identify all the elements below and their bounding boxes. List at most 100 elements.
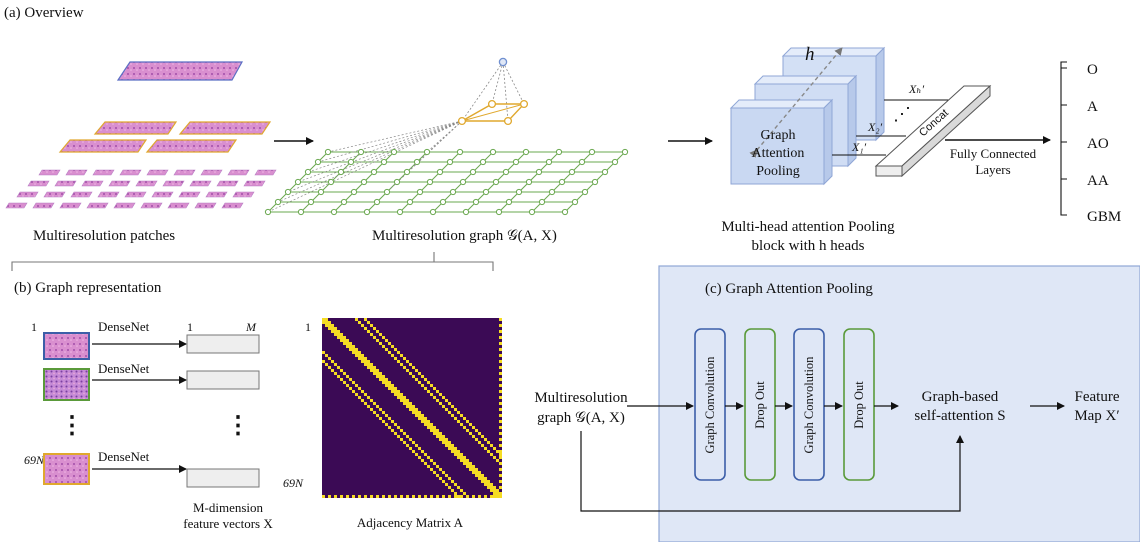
- matrix-cell: [415, 411, 418, 414]
- matrix-cell: [499, 384, 502, 387]
- matrix-cell: [436, 435, 439, 438]
- small-patch-tile: [124, 191, 147, 198]
- class-bracket: [1060, 61, 1067, 216]
- graph-apex-edge: [491, 61, 504, 105]
- graph-node-fine: [347, 158, 355, 166]
- matrix-cell: [448, 402, 451, 405]
- matrix-cell: [490, 486, 493, 489]
- small-patch-tile: [81, 180, 104, 187]
- matrix-cell: [457, 453, 460, 456]
- graph-node-fine: [314, 158, 322, 166]
- matrix-cell: [328, 495, 331, 498]
- gc1-label: Graph Convolution: [703, 356, 717, 454]
- matrix-cell: [499, 396, 502, 399]
- matrix-cell: [445, 399, 448, 402]
- matrix-cell: [367, 396, 370, 399]
- matrix-cell: [334, 495, 337, 498]
- matrix-cell: [379, 342, 382, 345]
- matrix-cell: [406, 402, 409, 405]
- matrix-cell: [367, 405, 370, 408]
- matrix-cell: [394, 432, 397, 435]
- graph-node-fine: [555, 148, 563, 156]
- graph-node-fine: [393, 178, 401, 186]
- matrix-cell: [430, 459, 433, 462]
- matrix-cell: [337, 336, 340, 339]
- matrix-cell: [379, 378, 382, 381]
- small-patch-tile: [32, 202, 55, 209]
- matrix-cell: [421, 420, 424, 423]
- matrix-cell: [343, 342, 346, 345]
- matrix-cell: [373, 402, 376, 405]
- feature-col-start: 1: [187, 320, 193, 334]
- graph-node-fine: [416, 188, 424, 196]
- matrix-cell: [496, 492, 499, 495]
- matrix-cell: [328, 327, 331, 330]
- matrix-cell: [499, 420, 502, 423]
- matrix-cell: [376, 405, 379, 408]
- small-patch-tile: [205, 191, 228, 198]
- matrix-cell: [499, 342, 502, 345]
- matrix-cell: [424, 378, 427, 381]
- matrix-cell: [421, 450, 424, 453]
- matrix-cell: [484, 480, 487, 483]
- patch-thumb-2: [43, 368, 90, 401]
- matrix-cell: [406, 360, 409, 363]
- matrix-cell: [499, 492, 502, 495]
- graph-apex-edge: [502, 61, 509, 122]
- patch-thumb-last: [43, 453, 90, 485]
- matrix-cell: [430, 423, 433, 426]
- matrix-cell: [388, 426, 391, 429]
- matrix-cell: [460, 459, 463, 462]
- matrix-cell: [412, 450, 415, 453]
- matrix-cell: [325, 324, 328, 327]
- matrix-cell: [433, 432, 436, 435]
- graph-node-fine: [502, 168, 510, 176]
- matrix-cell: [373, 366, 376, 369]
- matrix-cell: [358, 396, 361, 399]
- matrix-cell: [499, 426, 502, 429]
- matrix-cell: [331, 330, 334, 333]
- matrix-cell: [367, 360, 370, 363]
- patch-thumb-1: [43, 332, 90, 360]
- matrix-cell: [466, 495, 469, 498]
- graph-node-fine: [459, 178, 467, 186]
- matrix-cell: [433, 471, 436, 474]
- matrix-cell: [430, 426, 433, 429]
- matrix-cell: [424, 420, 427, 423]
- matrix-cell: [382, 336, 385, 339]
- graph-node-fine: [548, 188, 556, 196]
- graph-node-fine: [350, 188, 358, 196]
- graph-node-fine: [360, 178, 368, 186]
- matrix-cell: [325, 321, 328, 324]
- matrix-cell: [436, 432, 439, 435]
- matrix-cell: [358, 495, 361, 498]
- matrix-cell: [394, 393, 397, 396]
- matrix-cell: [496, 489, 499, 492]
- matrix-cell: [352, 345, 355, 348]
- multiresolution-graph: [264, 57, 629, 216]
- matrix-cell: [415, 414, 418, 417]
- matrix-cell: [499, 414, 502, 417]
- matrix-cell: [460, 453, 463, 456]
- small-patch-tile: [221, 202, 244, 209]
- small-patch-tile: [86, 202, 109, 209]
- matrix-cell: [448, 411, 451, 414]
- gc2-label: Graph Convolution: [802, 356, 816, 454]
- graph-node-fine: [535, 168, 543, 176]
- matrix-cell: [493, 486, 496, 489]
- matrix-cell: [334, 327, 337, 330]
- small-patch-tile: [140, 202, 163, 209]
- matrix-cell: [376, 414, 379, 417]
- small-patch-tile: [232, 191, 255, 198]
- graph-node-fine: [505, 198, 513, 206]
- matrix-cell: [361, 360, 364, 363]
- matrix-cell: [493, 492, 496, 495]
- graph-node-fine: [383, 188, 391, 196]
- mhap-caption-2: block with h heads: [752, 238, 865, 254]
- small-patch-tile: [200, 169, 223, 176]
- matrix-cell: [394, 387, 397, 390]
- matrix-cell: [451, 450, 454, 453]
- graph-node-fine: [489, 148, 497, 156]
- graph-node-fine: [492, 178, 500, 186]
- matrix-cell: [484, 495, 487, 498]
